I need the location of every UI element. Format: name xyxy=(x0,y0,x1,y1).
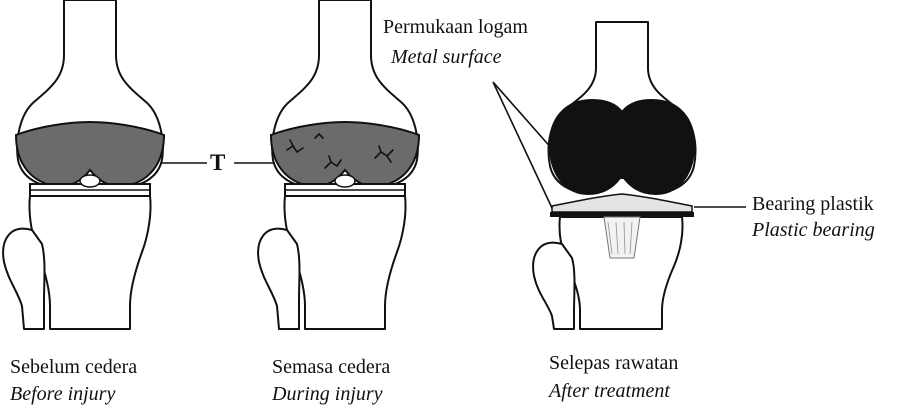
tibia-bone xyxy=(284,196,405,329)
caption-after-ms: Selepas rawatan xyxy=(549,352,678,374)
metal-pointer-1 xyxy=(493,82,553,150)
fibula-bone xyxy=(258,229,299,329)
metal-femoral-component xyxy=(550,100,694,194)
caption-before-en: Before injury xyxy=(10,383,115,405)
caption-during-en: During injury xyxy=(272,383,383,405)
fibula-bone xyxy=(533,243,574,329)
caption-after-en: After treatment xyxy=(549,380,670,402)
plastic-bearing xyxy=(552,194,692,212)
caption-during-ms: Semasa cedera xyxy=(272,356,390,378)
fibula-bone xyxy=(3,229,44,329)
caption-before-ms: Sebelum cedera xyxy=(10,356,137,378)
tibial-stem xyxy=(604,217,640,258)
plastic-bearing-label-ms: Bearing plastik xyxy=(752,193,874,215)
knee-before-injury xyxy=(3,0,164,329)
knee-after-treatment xyxy=(533,22,695,329)
metal-surface-label-ms: Permukaan logam xyxy=(383,16,528,38)
metal-surface-label-en: Metal surface xyxy=(391,46,502,68)
plastic-bearing-label-en: Plastic bearing xyxy=(752,219,875,241)
metal-pointer-2 xyxy=(493,82,552,208)
marker-t: T xyxy=(210,151,225,175)
tibia-bone xyxy=(29,196,150,329)
